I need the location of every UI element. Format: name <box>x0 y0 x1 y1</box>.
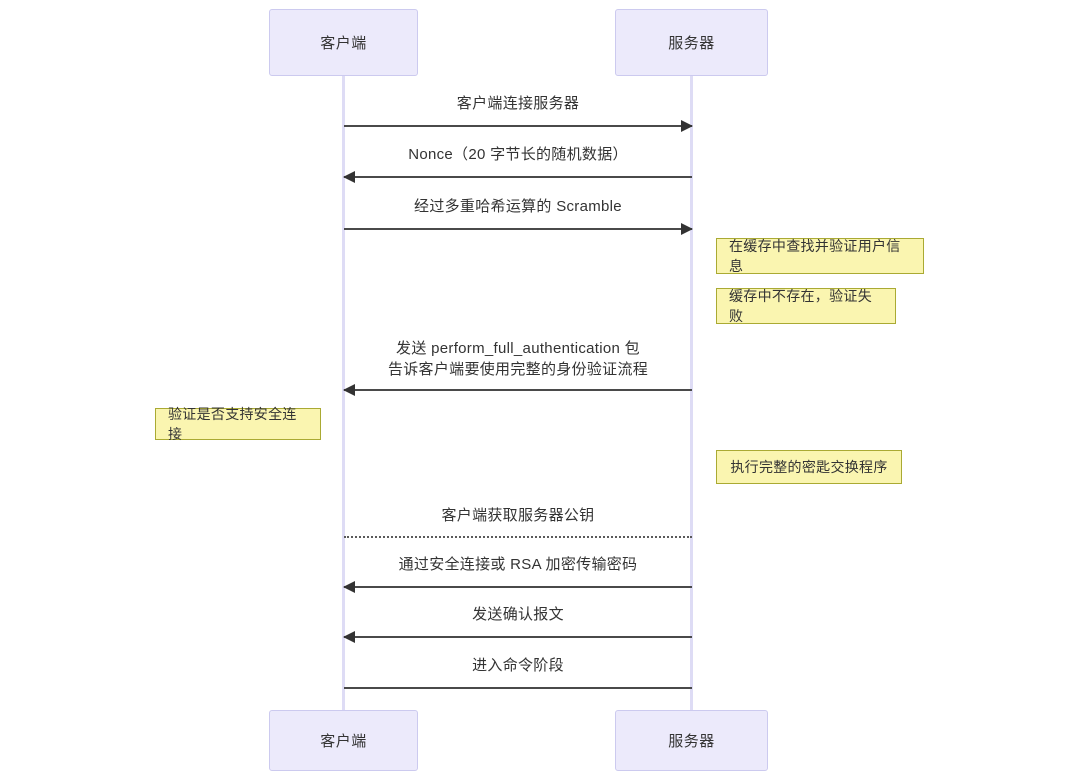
message-line-2 <box>344 176 692 178</box>
participant-client-bottom[interactable]: 客户端 <box>269 710 418 771</box>
arrowhead-left-2 <box>343 171 355 183</box>
participant-server-top[interactable]: 服务器 <box>615 9 768 76</box>
arrowhead-left-6 <box>343 581 355 593</box>
message-label-4: 发送 perform_full_authentication 包 告诉客户端要使… <box>387 340 649 378</box>
participant-server-top-label: 服务器 <box>668 35 715 52</box>
message-label-2: Nonce（20 字节长的随机数据） <box>408 146 628 163</box>
message-line-4 <box>344 389 692 391</box>
note-cache-miss-label: 缓存中不存在，验证失败 <box>729 288 872 324</box>
message-line-7 <box>344 636 692 638</box>
message-line-3 <box>344 228 692 230</box>
message-label-3: 经过多重哈希运算的 Scramble <box>414 198 622 215</box>
arrowhead-left-4 <box>343 384 355 396</box>
message-line-6 <box>344 586 692 588</box>
message-label-8: 进入命令阶段 <box>472 657 564 674</box>
note-secure-connection-check: 验证是否支持安全连接 <box>155 406 321 442</box>
message-line-5 <box>344 536 692 538</box>
note-secure-connection-check-label: 验证是否支持安全连接 <box>168 406 297 442</box>
note-key-exchange-label: 执行完整的密匙交换程序 <box>730 459 888 475</box>
message-line-8 <box>344 687 692 689</box>
lifeline-server <box>690 76 693 712</box>
arrowhead-left-7 <box>343 631 355 643</box>
message-label-6: 通过安全连接或 RSA 加密传输密码 <box>398 556 638 573</box>
message-label-1: 客户端连接服务器 <box>456 95 580 112</box>
note-key-exchange: 执行完整的密匙交换程序 <box>716 450 902 484</box>
participant-client-bottom-label: 客户端 <box>320 733 367 750</box>
participant-client-top-label: 客户端 <box>320 35 367 52</box>
arrowhead-right-1 <box>681 120 693 132</box>
message-label-5: 客户端获取服务器公钥 <box>441 507 595 524</box>
message-line-1 <box>344 125 692 127</box>
participant-server-bottom-label: 服务器 <box>668 733 715 750</box>
message-label-7: 发送确认报文 <box>472 606 564 623</box>
participant-server-bottom[interactable]: 服务器 <box>615 710 768 771</box>
note-cache-lookup: 在缓存中查找并验证用户信息 <box>716 238 924 274</box>
note-cache-lookup-label: 在缓存中查找并验证用户信息 <box>729 238 901 274</box>
arrowhead-right-3 <box>681 223 693 235</box>
note-cache-miss: 缓存中不存在，验证失败 <box>716 288 896 324</box>
participant-client-top[interactable]: 客户端 <box>269 9 418 76</box>
